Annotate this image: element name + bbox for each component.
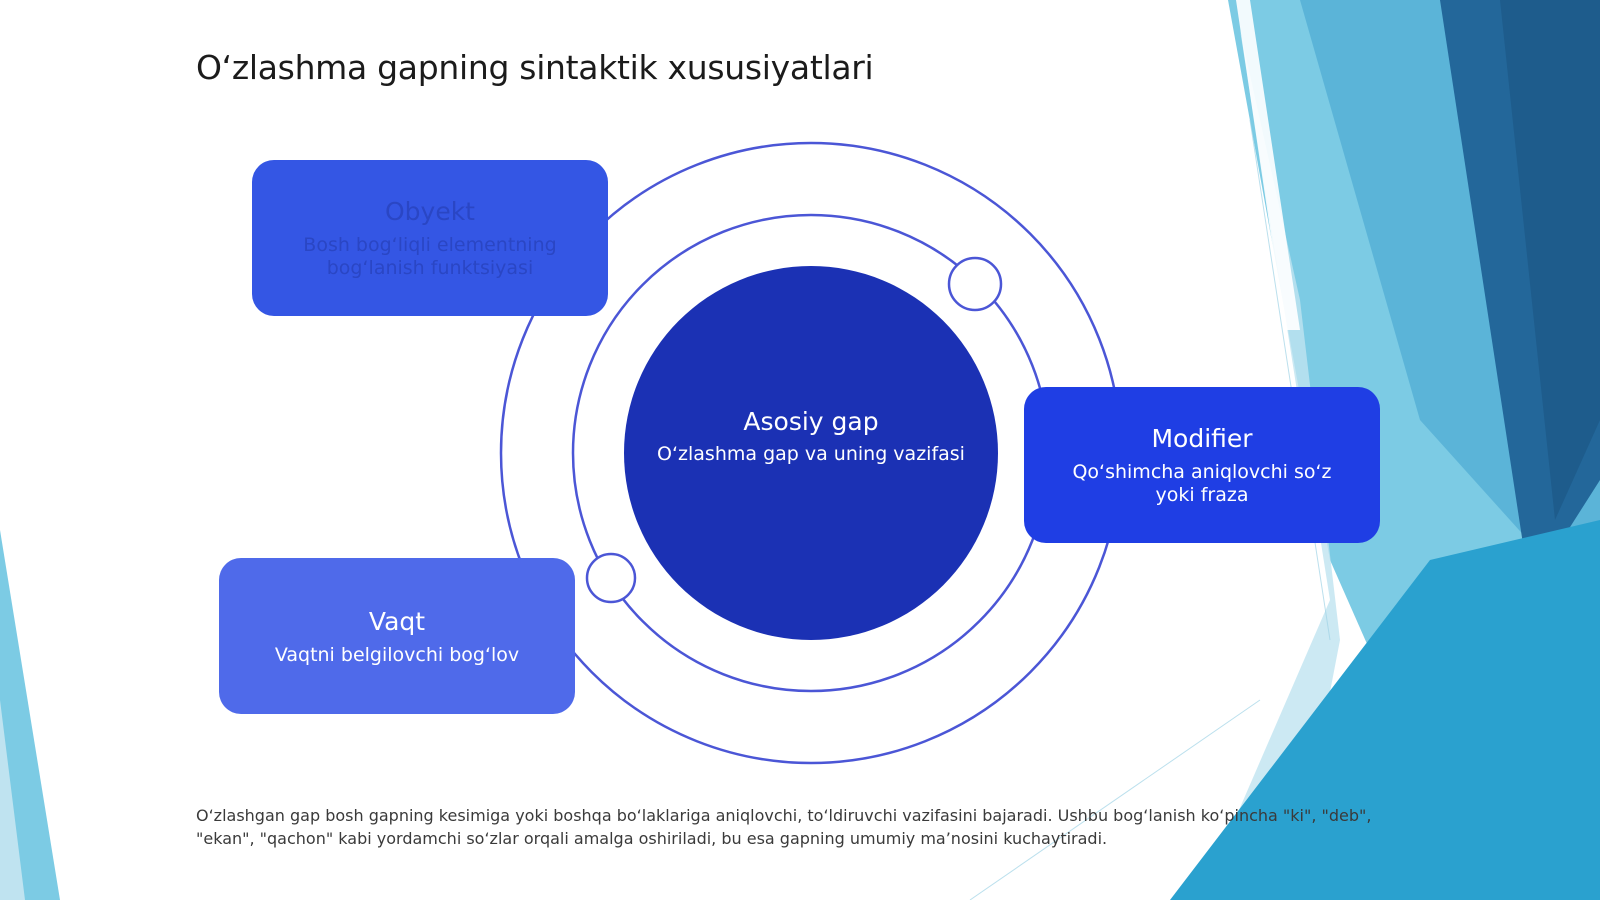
- bg-facet-teal-bottom: [1170, 520, 1600, 900]
- connector-dot-bottom-left: [585, 552, 637, 604]
- bg-thin-line-2: [1249, 119, 1331, 641]
- node-vaqt-title: Vaqt: [368, 606, 426, 636]
- bg-facet-white-sliver: [1236, 0, 1300, 330]
- bg-facet-left-light: [0, 530, 60, 900]
- node-modifier-title: Modifier: [1151, 424, 1253, 453]
- center-label: Asosiy gap O‘zlashma gap va uning vazifa…: [636, 405, 986, 466]
- node-modifier: Modifier Qo‘shimcha aniqlovchi so‘z yoki…: [1024, 387, 1380, 543]
- center-description: O‘zlashma gap va uning vazifasi: [657, 443, 965, 465]
- node-obyekt-description: Bosh bog‘liqli elementning bog‘lanish fu…: [303, 234, 557, 279]
- bg-thin-line: [969, 699, 1261, 900]
- connector-dot-top-right: [947, 256, 1003, 312]
- node-vaqt-description: Vaqtni belgilovchi bog‘lov: [274, 643, 520, 666]
- bg-facet-left-pale: [0, 700, 25, 900]
- center-title: Asosiy gap: [743, 407, 879, 436]
- slide-title: O‘zlashma gapning sintaktik xususiyatlar…: [196, 48, 874, 87]
- node-obyekt: Obyekt Bosh bog‘liqli elementning bog‘la…: [252, 160, 608, 316]
- bg-facet-pale: [1200, 30, 1340, 900]
- node-modifier-description: Qo‘shimcha aniqlovchi so‘z yoki fraza: [1072, 461, 1332, 506]
- bg-facet-navy: [1500, 0, 1600, 520]
- footer-paragraph: O‘zlashgan gap bosh gapning kesimiga yok…: [196, 806, 1372, 848]
- center-circle: [624, 266, 998, 640]
- node-vaqt: Vaqt Vaqtni belgilovchi bog‘lov: [219, 558, 575, 714]
- node-obyekt-title: Obyekt: [384, 197, 475, 226]
